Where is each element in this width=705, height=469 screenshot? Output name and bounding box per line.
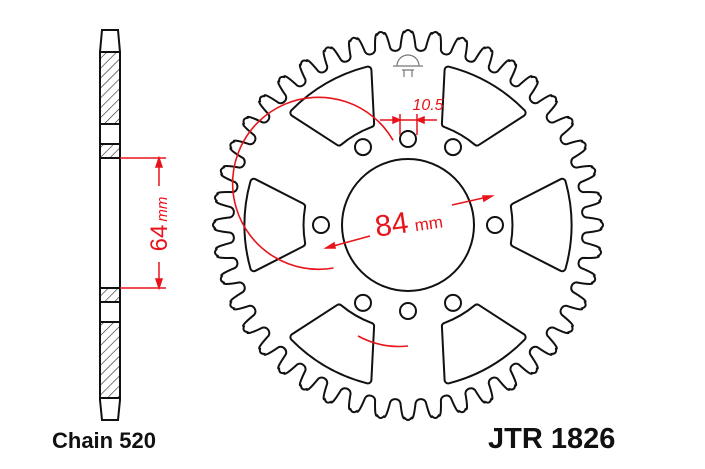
lightening-hole xyxy=(511,179,571,271)
bolt-hole xyxy=(312,216,330,234)
jt-logo xyxy=(393,54,423,77)
chain-label: Chain 520 xyxy=(52,428,156,453)
bolt-circle-dimension xyxy=(231,96,495,348)
hub-width-label: 64mm xyxy=(146,197,173,252)
bolt-hole-label: 10.5 xyxy=(412,97,443,114)
lightening-hole xyxy=(442,67,525,145)
bolt-hole xyxy=(399,302,417,320)
lightening-hole xyxy=(442,305,525,383)
bolt-hole xyxy=(444,138,462,157)
lightening-holes xyxy=(243,65,573,385)
center-bore xyxy=(341,158,475,292)
hub-width-dimension xyxy=(120,155,166,291)
lightening-hole xyxy=(245,179,305,271)
sprocket-outline xyxy=(212,29,604,421)
part-number: JTR 1826 xyxy=(488,423,616,455)
bolt-hole xyxy=(354,138,372,157)
bolt-holes xyxy=(312,130,504,320)
bolt-hole xyxy=(486,216,504,234)
bolt-hole xyxy=(399,130,417,148)
bolt-hole xyxy=(354,293,372,312)
bolt-hole xyxy=(444,293,462,312)
lightening-hole xyxy=(291,305,374,383)
bolt-hole-dimension xyxy=(380,114,437,135)
side-view xyxy=(99,29,121,421)
lightening-hole xyxy=(291,67,374,145)
